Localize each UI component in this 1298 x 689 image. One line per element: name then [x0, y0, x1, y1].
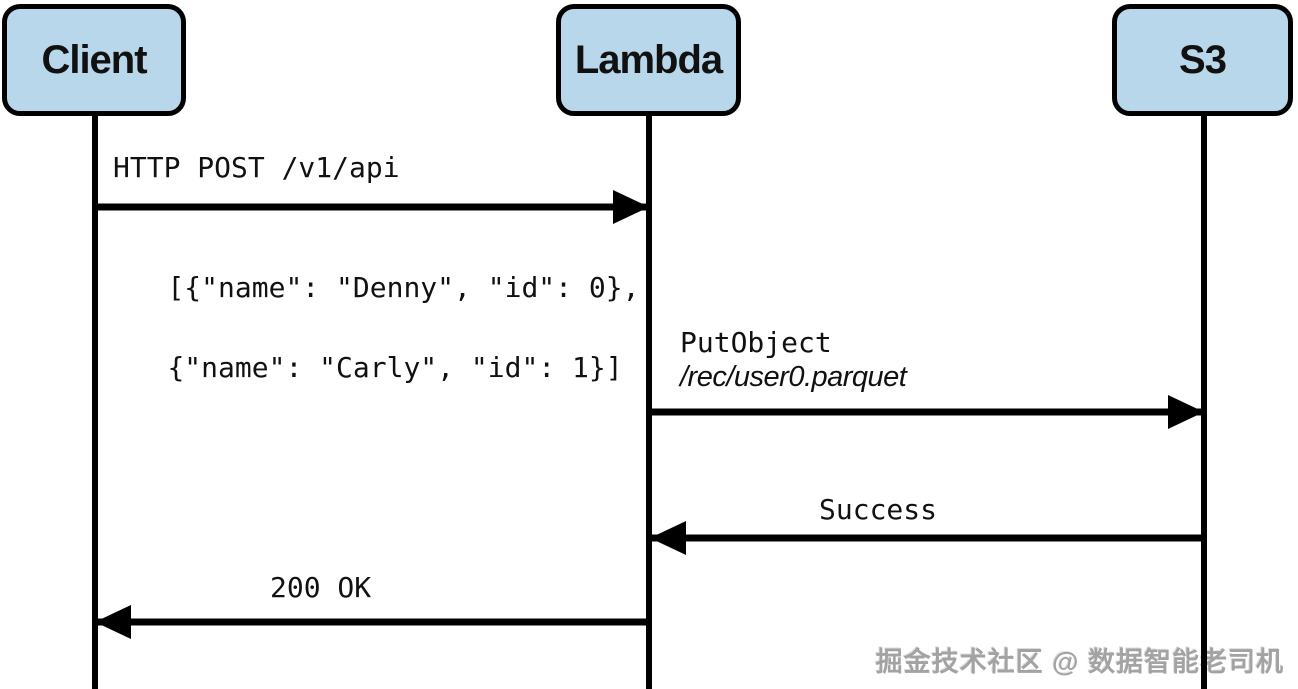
message-label-putobject: PutObject — [680, 326, 832, 359]
actor-box-client: Client — [2, 4, 186, 116]
actor-box-s3: S3 — [1112, 4, 1293, 116]
actor-label-client: Client — [41, 37, 147, 82]
payload-note-line2: {"name": "Carly", "id": 1}] — [167, 351, 623, 384]
actor-label-lambda: Lambda — [574, 37, 723, 82]
actor-box-lambda: Lambda — [556, 4, 741, 116]
message-label-http-post: HTTP POST /v1/api — [113, 151, 400, 184]
watermark-text: 掘金技术社区 @ 数据智能老司机 — [875, 647, 1284, 677]
payload-note: [{"name": "Denny", "id": 0}, {"name": "C… — [100, 228, 639, 428]
message-label-success: Success — [819, 493, 938, 526]
message-label-object-path: /rec/user0.parquet — [680, 361, 907, 393]
payload-note-line1: [{"name": "Denny", "id": 0}, — [167, 271, 640, 304]
actor-label-s3: S3 — [1179, 37, 1227, 82]
message-label-200-ok: 200 OK — [270, 571, 372, 604]
